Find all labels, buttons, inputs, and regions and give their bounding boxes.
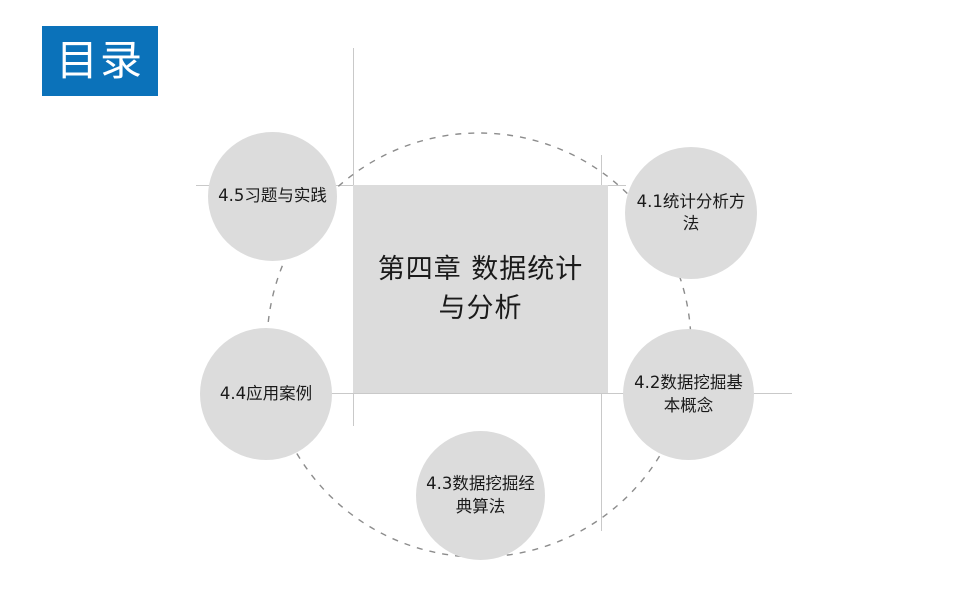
node-4-5-label: 4.5习题与实践 [218, 186, 327, 206]
node-4-1-label: 4.1统计分析方法 [636, 191, 746, 233]
node-4-3-data-mining-algorithms[interactable]: 4.3数据挖掘经典算法 [416, 431, 545, 560]
chapter-title-panel: 第四章 数据统计与分析 [353, 185, 608, 393]
node-4-3-label: 4.3数据挖掘经典算法 [426, 474, 535, 516]
node-4-5-exercises-practice[interactable]: 4.5习题与实践 [208, 132, 337, 261]
catalog-title-badge: 目录 [42, 26, 158, 96]
node-4-4-application-cases[interactable]: 4.4应用案例 [200, 328, 332, 460]
node-4-2-label: 4.2数据挖掘基本概念 [634, 373, 743, 415]
node-4-2-data-mining-concepts[interactable]: 4.2数据挖掘基本概念 [623, 329, 754, 460]
chapter-title-text: 第四章 数据统计与分析 [377, 253, 584, 324]
node-4-1-statistical-analysis[interactable]: 4.1统计分析方法 [625, 147, 757, 279]
catalog-title-text: 目录 [55, 36, 144, 85]
node-4-4-label: 4.4应用案例 [219, 383, 313, 403]
